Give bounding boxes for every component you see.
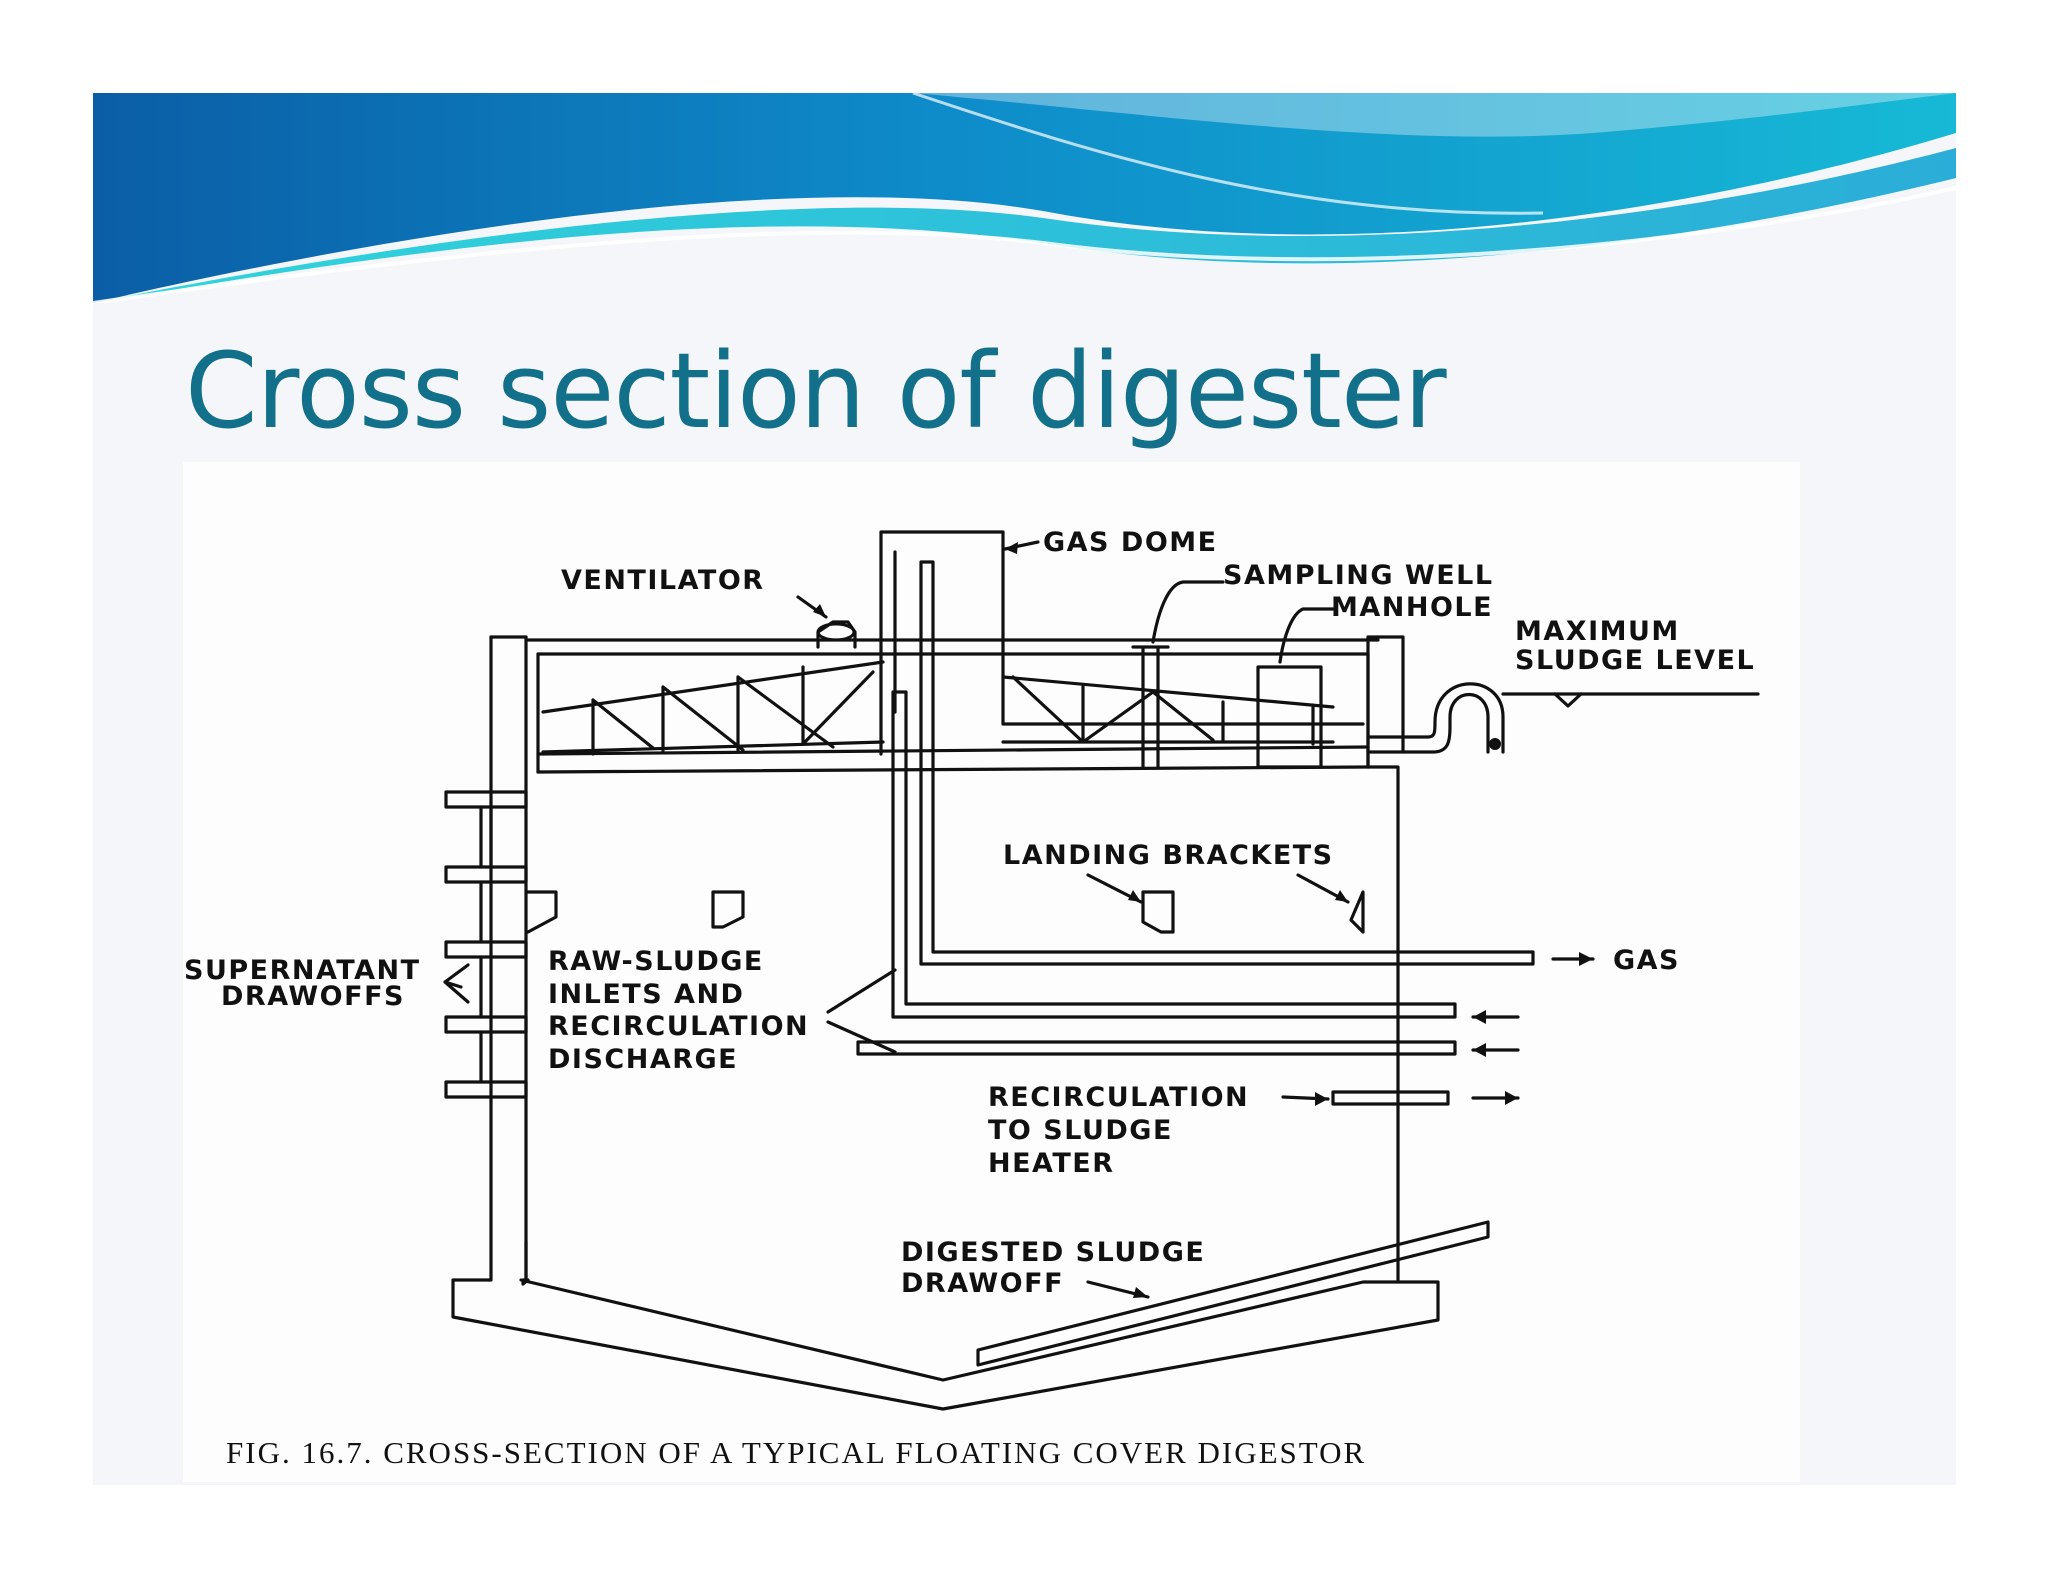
- manhole-leader: [1278, 607, 1335, 664]
- recirculation-pipe: [1331, 1090, 1450, 1106]
- label-sampling-well: SAMPLING WELL: [1223, 560, 1494, 591]
- inlet-pipe-1: [891, 690, 1457, 1019]
- landing-bracket-center-left: [711, 890, 745, 929]
- label-discharge: DISCHARGE: [548, 1044, 738, 1075]
- landing-bracket-center: [1141, 890, 1175, 934]
- label-supernatant: SUPERNATANT: [184, 955, 421, 986]
- label-landing-brackets: LANDING BRACKETS: [1003, 840, 1334, 871]
- landing-bracket-right: [1349, 890, 1365, 934]
- sampling-well-leader: [1151, 580, 1225, 644]
- label-to-sludge: TO SLUDGE: [988, 1115, 1173, 1146]
- figure-caption: FIG. 16.7. CROSS-SECTION OF A TYPICAL FL…: [226, 1435, 1367, 1470]
- tank-outer-wall: [451, 635, 1440, 1411]
- slide-title: Cross section of digester: [185, 330, 1447, 452]
- floating-cover: [526, 638, 1380, 656]
- raw-sludge-leader: [826, 968, 897, 1054]
- label-sludge-level: SLUDGE LEVEL: [1515, 645, 1755, 676]
- sampling-well: [1131, 645, 1170, 769]
- label-drawoffs: DRAWOFFS: [221, 981, 405, 1012]
- label-gas-dome: GAS DOME: [1043, 527, 1218, 558]
- label-raw-sludge: RAW-SLUDGE: [548, 946, 764, 977]
- header-wave-banner: [93, 93, 1956, 303]
- digested-sludge-pipe: [976, 1220, 1490, 1367]
- digester-cross-section-diagram: GAS DOME VENTILATOR SAMPLING WELL MANHOL…: [184, 527, 1760, 1411]
- gas-pipe: [919, 560, 1535, 966]
- label-manhole: MANHOLE: [1331, 592, 1493, 623]
- label-heater: HEATER: [988, 1148, 1115, 1179]
- label-maximum: MAXIMUM: [1515, 616, 1680, 647]
- label-inlets-and: INLETS AND: [548, 979, 744, 1010]
- hopper-inner: [519, 1278, 1400, 1382]
- label-ventilator: VENTILATOR: [561, 565, 765, 596]
- gas-dome: [879, 530, 1365, 756]
- supernatant-leader: [443, 963, 470, 1004]
- tank-inner-wall: [521, 635, 530, 1286]
- overflow-pipe: [1366, 692, 1490, 754]
- label-gas: GAS: [1613, 945, 1680, 976]
- label-recirculation: RECIRCULATION: [548, 1011, 809, 1042]
- cover-truss: [541, 660, 1335, 756]
- manhole: [1256, 665, 1323, 769]
- landing-bracket-left: [526, 890, 558, 934]
- label-drawoff: DRAWOFF: [901, 1268, 1064, 1299]
- cover-bottom: [536, 745, 1370, 774]
- label-recirculation-2: RECIRCULATION: [988, 1082, 1249, 1113]
- supernatant-drawoffs: [444, 790, 528, 1099]
- inlet-pipe-2: [856, 1040, 1457, 1056]
- label-digested-sludge: DIGESTED SLUDGE: [901, 1237, 1205, 1268]
